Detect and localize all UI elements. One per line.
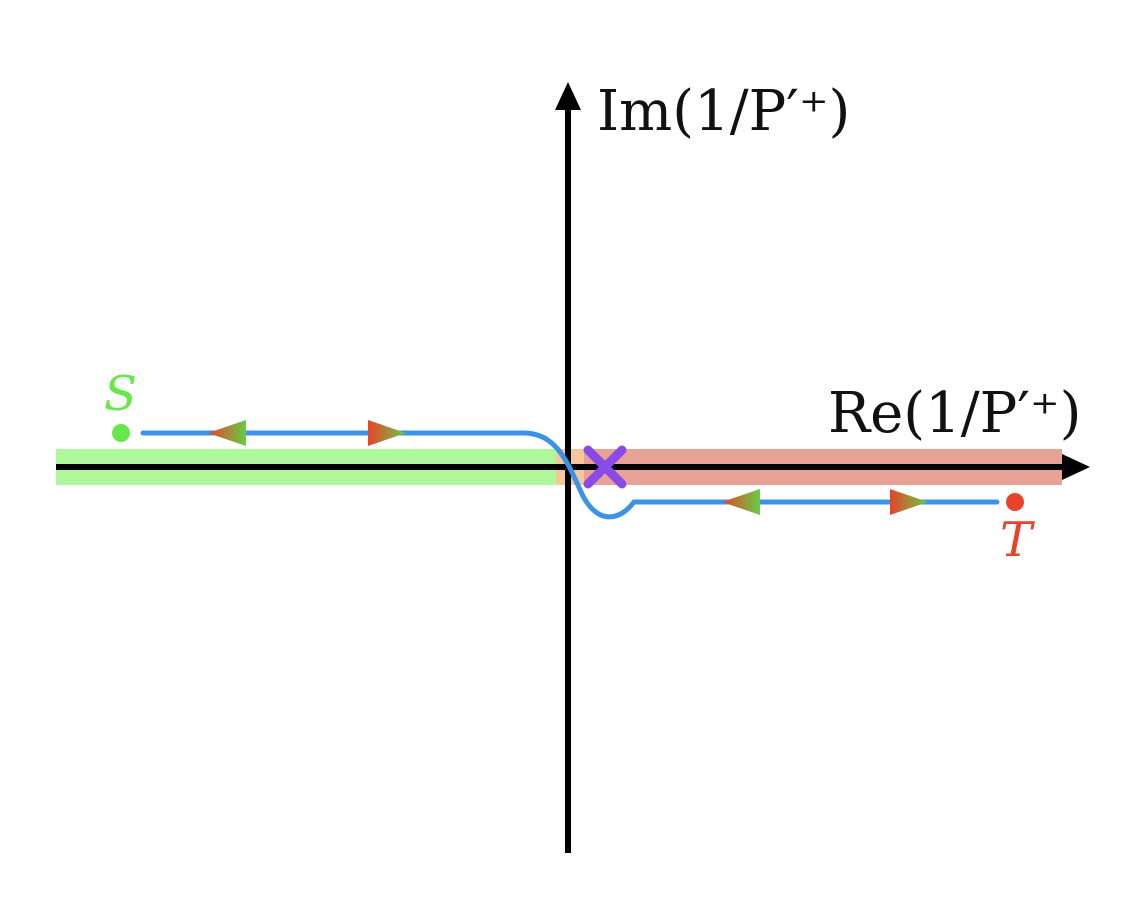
target-point (1006, 493, 1024, 511)
real-axis-label: Re(1/P′⁺) (828, 381, 1082, 446)
contour-arrow-left-upper (208, 420, 246, 446)
imaginary-axis-label: Im(1/P′⁺) (597, 79, 851, 144)
cross-icon (583, 445, 627, 489)
source-point (112, 424, 130, 442)
imaginary-axis-arrowhead (555, 82, 581, 110)
contour-arrow-right-lower (890, 489, 928, 515)
integration-contour (140, 430, 1000, 520)
source-label: S (104, 366, 137, 422)
real-axis-arrowhead (1062, 454, 1090, 480)
target-label: T (1000, 512, 1033, 568)
contour-arrow-right-upper (368, 420, 406, 446)
contour-arrow-left-lower (722, 489, 760, 515)
